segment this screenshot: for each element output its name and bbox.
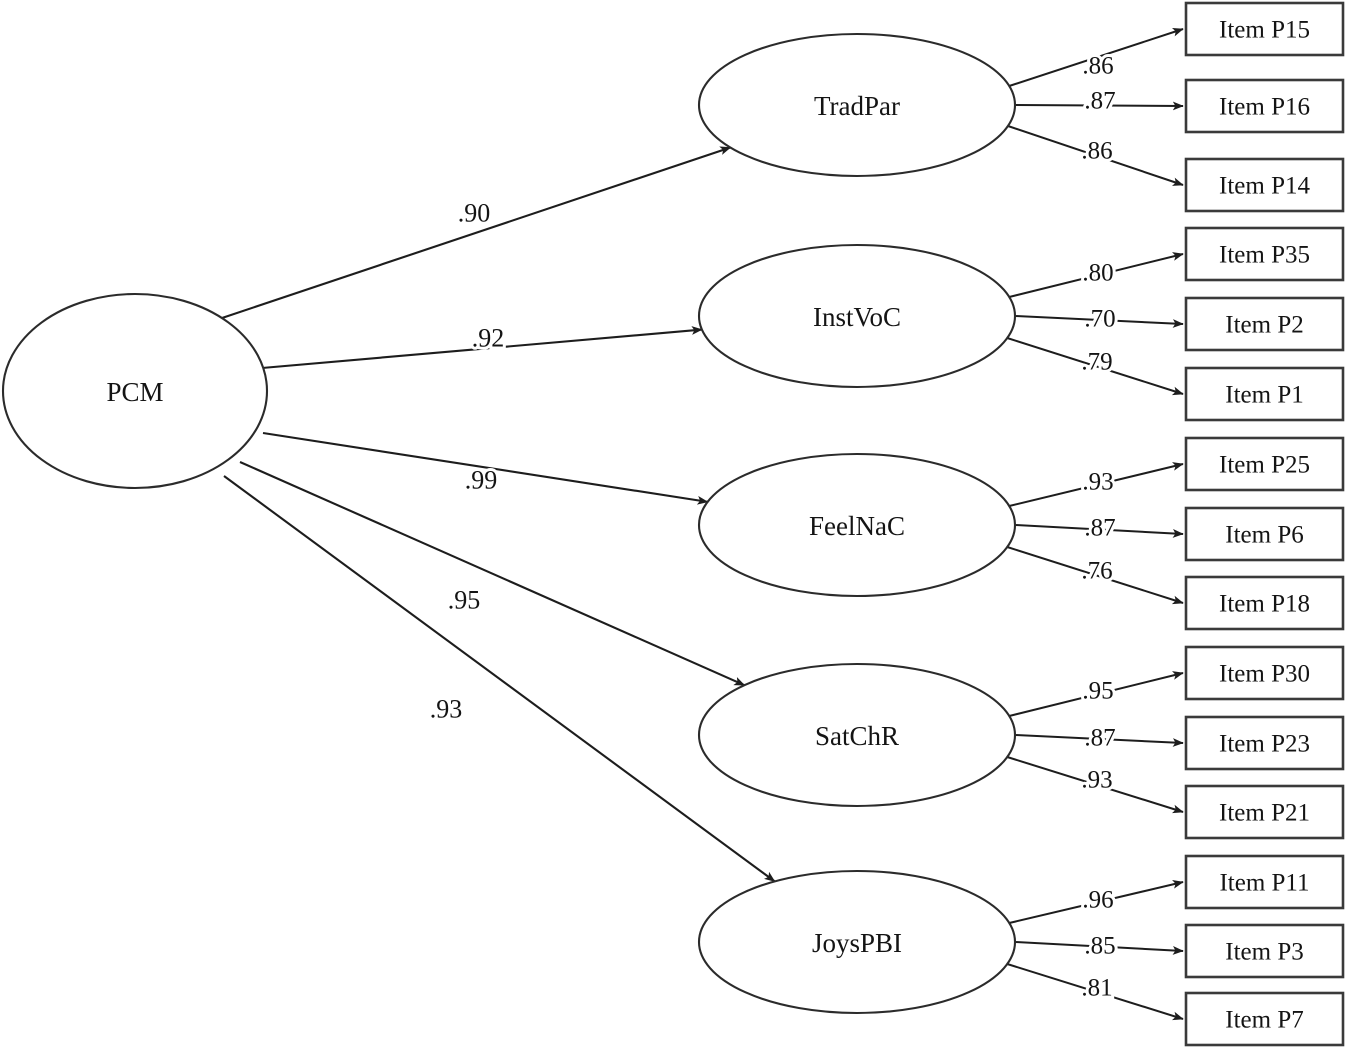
loading-path-instvoc-1 [1014, 315, 1184, 328]
structural-path-satchr [239, 461, 746, 687]
loading-path-feelnac-1 [1014, 524, 1184, 538]
loading-path-joyspbi-0 [1009, 880, 1184, 924]
loading-label: .86 [1082, 53, 1113, 80]
item-box [1184, 296, 1345, 352]
item-box [1184, 784, 1345, 840]
loading-label: .93 [1081, 767, 1112, 794]
loading-path-feelnac-0 [1009, 462, 1184, 507]
loading-label: .70 [1084, 306, 1115, 333]
loading-label: .87 [1084, 88, 1115, 115]
loading-path-joyspbi-1 [1014, 941, 1184, 955]
loading-path-group [1006, 27, 1184, 1021]
factor-label-satchr: SatChR [815, 721, 899, 751]
loading-label: .96 [1082, 887, 1113, 914]
loading-path-tradpar-1 [1014, 101, 1184, 111]
structural-path-joyspbi [223, 475, 776, 883]
second-order-factor-label: PCM [106, 377, 163, 407]
factor-ellipse-satchr [697, 662, 1017, 808]
loading-label-group: .86 .87 .86 .80 .70 .79 .93 .87 .76 .95 .87 .93 .96.… [1078, 50, 1118, 1005]
loading-label: .85 [1084, 933, 1115, 960]
item-box [1184, 366, 1345, 422]
structural-path-group [221, 146, 776, 883]
item-box [1184, 436, 1345, 492]
loading-label: .80 [1082, 260, 1113, 287]
loading-label: .93 [1082, 469, 1113, 496]
item-label: Item P35 [1219, 242, 1310, 269]
loading-path-feelnac-2 [1006, 546, 1184, 605]
item-label: Item P23 [1219, 731, 1310, 758]
item-box [1184, 715, 1345, 771]
second-order-factor-ellipse [1, 292, 269, 490]
item-box [1184, 991, 1345, 1047]
item-box [1184, 1, 1345, 57]
loading-label: .81 [1081, 975, 1112, 1002]
loading-label: .87 [1084, 515, 1115, 542]
item-label: Item P14 [1219, 173, 1310, 200]
item-label: Item P18 [1219, 591, 1310, 618]
loading-label: .87 [1084, 725, 1115, 752]
factor-label-tradpar: TradPar [814, 91, 900, 121]
item-label: Item P15 [1219, 17, 1310, 44]
loading-path-satchr-2 [1006, 756, 1184, 814]
loading-label: .79 [1081, 349, 1112, 376]
item-label: Item P11 [1219, 870, 1309, 897]
item-label: Item P2 [1225, 312, 1303, 339]
item-box [1184, 506, 1345, 562]
factor-ellipse-feelnac [697, 452, 1017, 598]
item-box [1184, 854, 1345, 910]
loading-path-instvoc-0 [1008, 252, 1184, 298]
factor-ellipse-joyspbi [697, 869, 1017, 1015]
path-coefficient-label-tradpar: .90 [458, 199, 491, 228]
item-label: Item P25 [1219, 452, 1310, 479]
structural-path-tradpar [221, 146, 732, 319]
loading-path-satchr-1 [1014, 734, 1184, 747]
item-box [1184, 923, 1345, 979]
loading-path-satchr-0 [1008, 671, 1184, 717]
loading-path-instvoc-2 [1006, 337, 1184, 396]
item-label: Item P16 [1219, 94, 1310, 121]
loading-label: .86 [1081, 138, 1112, 165]
item-label: Item P21 [1219, 800, 1310, 827]
item-box [1184, 645, 1345, 701]
loading-path-joyspbi-2 [1006, 963, 1184, 1021]
factor-label-feelnac: FeelNaC [809, 511, 905, 541]
factor-ellipse-instvoc [697, 243, 1017, 389]
structural-path-feelnac [262, 431, 709, 505]
item-box [1184, 575, 1345, 631]
item-box [1184, 226, 1345, 282]
factor-label-instvoc: InstVoC [813, 302, 901, 332]
factor-ellipse-tradpar [697, 32, 1017, 178]
factor-label-joyspbi: JoysPBI [812, 928, 902, 958]
item-label: Item P1 [1225, 382, 1303, 409]
path-coefficient-label-joyspbi: .93 [430, 695, 463, 724]
path-coefficient-label-feelnac: .99 [465, 466, 498, 495]
path-coefficient-group: .90 .92 .99 .95 .93 [427, 196, 508, 727]
item-label: Item P30 [1219, 661, 1310, 688]
item-label: Item P3 [1225, 939, 1303, 966]
loading-path-tradpar-0 [1008, 27, 1184, 87]
loading-label: .76 [1081, 558, 1112, 585]
item-box [1184, 78, 1345, 134]
path-coefficient-label-satchr: .95 [448, 586, 481, 615]
item-label: Item P6 [1225, 522, 1303, 549]
loading-label: .95 [1082, 678, 1113, 705]
path-coefficient-label-instvoc: .92 [472, 324, 505, 353]
loading-path-tradpar-2 [1007, 125, 1184, 186]
item-box [1184, 157, 1345, 213]
structural-path-instvoc [261, 326, 703, 370]
item-label: Item P7 [1225, 1007, 1303, 1034]
